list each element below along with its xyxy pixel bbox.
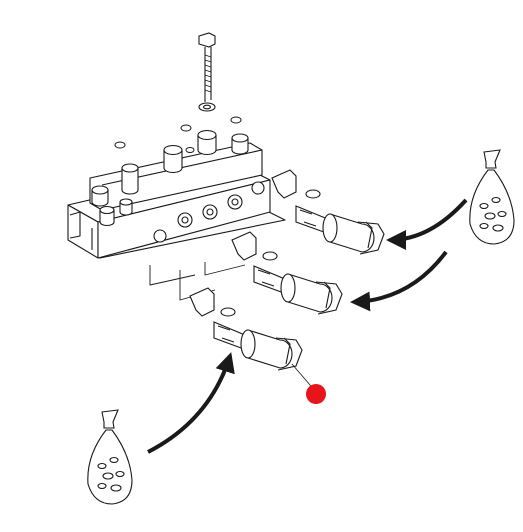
- parts-bag-right: [469, 149, 515, 245]
- arrow-to-solenoid-1: [386, 198, 468, 250]
- arrow-to-solenoid-3: [147, 352, 235, 454]
- mounting-bolt: [198, 32, 216, 112]
- red-marker[interactable]: [306, 384, 326, 404]
- solenoid-valve-2: [231, 231, 343, 315]
- arrow-to-solenoid-2: [350, 250, 448, 312]
- top-screws: [114, 116, 242, 153]
- parts-bag-left: [87, 409, 133, 505]
- solenoid-valve-3: [189, 287, 303, 371]
- solenoid-valve-1: [271, 169, 385, 255]
- valve-body: [67, 129, 286, 301]
